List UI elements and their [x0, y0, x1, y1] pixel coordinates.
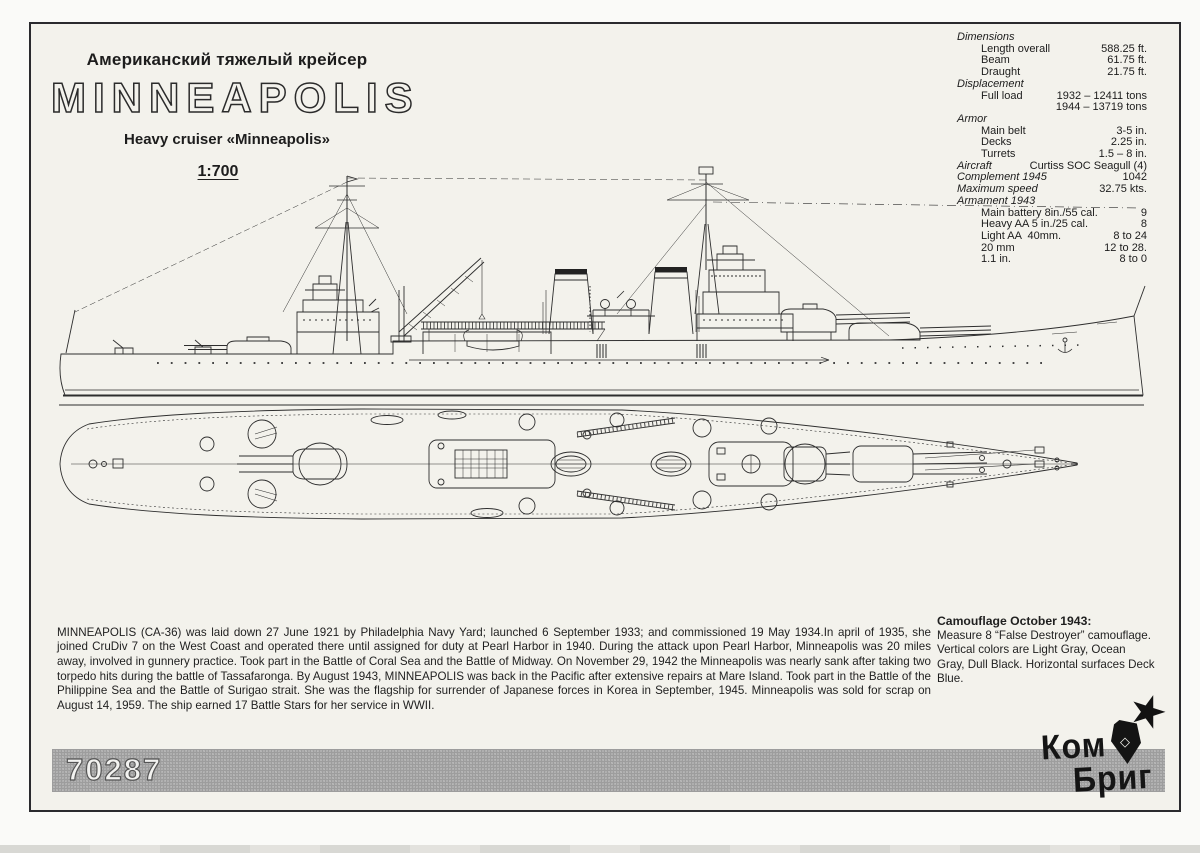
spec-value: 1.5 – 8 in. [1098, 148, 1147, 161]
brand-word-brig: Бриг [1072, 756, 1154, 800]
spec-label: Full load [981, 89, 1023, 102]
spec-value: 9 [1140, 206, 1147, 219]
spec-value: 12 to 28. [1104, 241, 1147, 254]
spec-row: Decks 2.25 in. [957, 137, 1147, 149]
spec-row: 1.1 in. 8 to 0 [957, 254, 1147, 266]
kit-number-bar: 70287 [52, 749, 1165, 792]
flag-diamond-icon: ◇ [1120, 734, 1130, 749]
spec-row: 20 mm 12 to 28. [957, 241, 1147, 255]
spec-label: Light AA 40mm. [981, 229, 1062, 242]
history-text: MINNEAPOLIS (CA-36) was laid down 27 Jun… [57, 625, 931, 713]
spec-label: Turrets [981, 148, 1016, 161]
plan-view-drawing [57, 402, 1147, 602]
spec-value: 1944 – 13719 tons [1055, 101, 1147, 114]
side-profile-svg [59, 166, 1146, 406]
spec-row: Aircraft Curtiss SOC Seagull (4) [957, 159, 1147, 173]
spec-label: Armament 1943 [957, 194, 1036, 207]
spec-row: Heavy AA 5 in./25 cal. 8 [957, 219, 1147, 231]
spec-value: 2.25 in. [1110, 136, 1147, 149]
spec-value: 8 to 24 [1113, 229, 1147, 242]
spec-value: 1042 [1122, 171, 1147, 184]
spec-value: Curtiss SOC Seagull (4) [1029, 159, 1147, 172]
spec-label: Length overall [981, 42, 1051, 55]
instruction-sheet: Американский тяжелый крейсер MINNEAPOLIS… [29, 22, 1181, 812]
spec-row: Length overall 588.25 ft. [957, 42, 1147, 56]
spec-label: Draught [981, 66, 1021, 79]
spec-label: Complement 1945 [957, 171, 1047, 184]
spec-row: Armor [957, 112, 1147, 126]
spec-row: Main battery 8in./55 cal. 9 [957, 206, 1147, 220]
spec-value: 8 [1140, 218, 1147, 231]
kit-number: 70287 [65, 751, 163, 787]
spec-value: 3-5 in. [1116, 124, 1147, 137]
spec-label: Beam [981, 54, 1010, 67]
spec-row: Full load 1932 – 12411 tons [957, 89, 1147, 103]
spec-label: Main battery 8in./55 cal. [981, 206, 1098, 219]
spec-row: Displacement [957, 77, 1147, 91]
side-profile-drawing [57, 164, 1147, 407]
spec-label: Dimensions [957, 31, 1015, 43]
camouflage-note: Camouflage October 1943: Measure 8 “Fals… [937, 614, 1155, 687]
title-english: Heavy cruiser «Minneapolis» [124, 131, 330, 148]
ship-name-title: MINNEAPOLIS [50, 73, 420, 122]
spec-value: 8 to 0 [1119, 253, 1147, 266]
spec-label: Maximum speed [957, 183, 1038, 196]
plan-view-svg [59, 408, 1078, 520]
spec-value: 1932 – 12411 tons [1056, 89, 1147, 102]
kombrig-logo: ★ ◇ Ком Бриг [1039, 682, 1174, 814]
spec-label: Decks [981, 136, 1012, 149]
spec-value: 588.25 ft. [1101, 42, 1147, 55]
spec-row: Turrets 1.5 – 8 in. [957, 148, 1147, 161]
camouflage-title: Camouflage October 1943: [937, 614, 1092, 628]
spec-row: Draught 21.75 ft. [957, 66, 1147, 79]
spec-label: 1.1 in. [981, 253, 1011, 266]
spec-row: Main belt 3-5 in. [957, 124, 1147, 138]
spec-value: 21.75 ft. [1107, 66, 1147, 79]
spec-label: Aircraft [957, 159, 992, 172]
spec-row: Complement 1945 1042 [957, 172, 1147, 184]
spec-row: Armament 1943 [957, 194, 1147, 208]
spec-label: 20 mm [981, 241, 1015, 254]
spec-label: Heavy AA 5 in./25 cal. [981, 218, 1089, 231]
spec-label: Displacement [957, 77, 1024, 90]
spec-label: Main belt [981, 124, 1026, 137]
spec-row: Light AA 40mm. 8 to 24 [957, 229, 1147, 243]
scan-edge-strip [0, 845, 1200, 853]
spec-row: 1944 – 13719 tons [957, 102, 1147, 114]
scale-label: 1:700 [197, 163, 239, 180]
title-russian: Американский тяжелый крейсер [86, 50, 368, 69]
spec-row: Beam 61.75 ft. [957, 55, 1147, 67]
spec-row: Maximum speed 32.75 kts. [957, 183, 1147, 196]
camouflage-body: Measure 8 “False Destroyer” camouflage. … [937, 628, 1155, 686]
spec-row: Dimensions [957, 31, 1147, 44]
spec-value: 61.75 ft. [1107, 54, 1147, 67]
spec-label: Armor [957, 112, 987, 125]
spec-value: 32.75 kts. [1099, 183, 1147, 196]
